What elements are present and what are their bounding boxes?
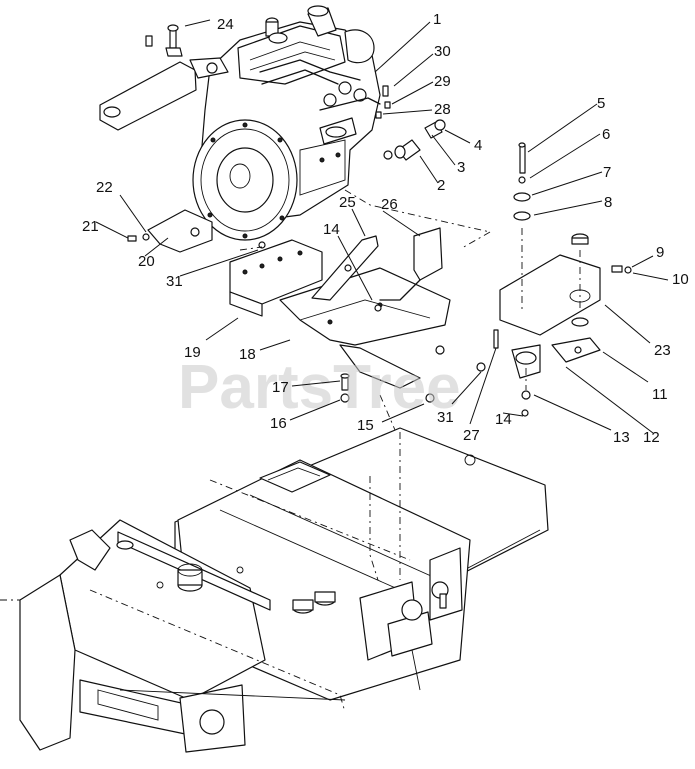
callout-31-left: 31 [166,273,183,290]
callout-1: 1 [433,11,441,28]
callout-28: 28 [434,101,451,118]
engine [192,5,381,241]
callout-20: 20 [138,253,155,270]
hardware-15-17-31 [340,362,486,403]
callout-10: 10 [672,271,689,288]
callout-30: 30 [434,43,451,60]
watermark: PartsTree [178,353,461,422]
callout-7: 7 [603,164,611,181]
callout-5: 5 [597,95,605,112]
callout-11: 11 [652,386,668,403]
fuel-fittings [375,85,446,161]
callout-25: 25 [339,194,356,211]
callout-15: 15 [357,417,374,434]
callout-12: 12 [643,429,660,446]
callout-6: 6 [602,126,610,143]
callout-4: 4 [474,137,482,154]
callout-9: 9 [656,244,664,261]
callout-19: 19 [184,344,201,361]
callout-22: 22 [96,179,113,196]
callout-29: 29 [434,73,451,90]
callout-24: 24 [217,16,234,33]
callout-2: 2 [437,177,445,194]
callout-26: 26 [381,196,398,213]
callout-13: 13 [613,429,630,446]
callout-31-right: 31 [437,409,454,426]
bar-25 [311,235,379,301]
callout-16: 16 [270,415,287,432]
callout-3: 3 [457,159,465,176]
callout-18: 18 [239,346,256,363]
mower-frame [0,427,549,753]
callout-23: 23 [654,342,671,359]
lift-bracket-24 [99,24,229,131]
callout-17: 17 [272,379,289,396]
callout-27: 27 [463,427,480,444]
mount-plate-19 [229,239,323,317]
callout-14-lower: 14 [495,411,512,428]
callout-21: 21 [82,218,99,235]
callout-8: 8 [604,194,612,211]
bracket-20 [127,209,213,253]
callouts: 1 30 29 28 4 3 2 5 6 7 8 9 10 23 11 12 1… [82,11,689,446]
leader-lines [95,19,669,434]
bracket-26 [374,227,443,312]
assembly-lines [239,189,581,431]
callout-14-upper: 14 [323,221,340,238]
right-mount-assembly [493,142,632,417]
